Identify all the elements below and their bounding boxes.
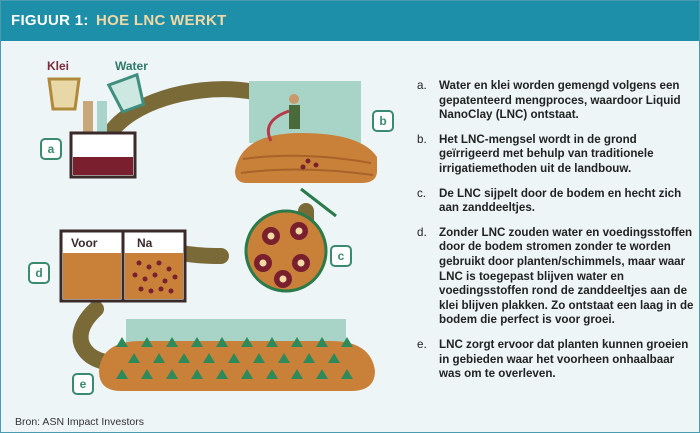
- figure-header: FIGUUR 1: HOE LNC WERKT: [1, 1, 699, 41]
- badge-a-label: a: [48, 142, 55, 156]
- figure-body: Klei Water: [1, 41, 699, 432]
- step-a: a. Water en klei worden gemengd volgens e…: [417, 79, 695, 123]
- step-list: a. Water en klei worden gemengd volgens e…: [417, 79, 695, 392]
- step-text: Water en klei worden gemengd volgens een…: [439, 79, 681, 122]
- step-letter: d.: [417, 225, 427, 239]
- water-cup: [106, 72, 146, 114]
- badge-c: c: [330, 245, 352, 267]
- step-letter: a.: [417, 79, 427, 92]
- badge-b: b: [372, 110, 394, 132]
- irrigation-illustration: [235, 81, 377, 183]
- source-credit: Bron: ASN Impact Investors: [15, 416, 144, 428]
- badge-e-label: e: [80, 377, 87, 391]
- step-b: b. Het LNC-mengsel wordt in de grond geïr…: [417, 133, 695, 177]
- figure-title: HOE LNC WERKT: [96, 12, 227, 29]
- label-water: Water: [115, 59, 148, 73]
- badge-d-label: d: [35, 266, 42, 280]
- magnified-particles: [244, 187, 337, 293]
- clay-cup: [47, 77, 81, 111]
- label-na: Na: [137, 236, 153, 250]
- step-text: Het LNC-mengsel wordt in de grond geïrri…: [439, 132, 654, 175]
- mixing-illustration: Klei Water: [47, 59, 148, 179]
- irrigation-hose: [266, 109, 290, 142]
- plants-illustration: [99, 319, 375, 391]
- step-letter: e.: [417, 337, 427, 351]
- before-soil: [63, 253, 121, 299]
- step-c: c. De LNC sijpelt door de bodem en hecht …: [417, 187, 695, 216]
- step-d: d. Zonder LNC zouden water en voedingssto…: [417, 226, 695, 328]
- clay-stream: [83, 101, 93, 161]
- step-e: e. LNC zorgt ervoor dat planten kunnen gr…: [417, 338, 695, 382]
- badge-e: e: [72, 373, 94, 395]
- badge-b-label: b: [379, 114, 386, 128]
- label-voor: Voor: [71, 236, 98, 250]
- badge-a: a: [40, 138, 62, 160]
- farmer-body: [289, 105, 300, 129]
- tank-mixture: [73, 157, 133, 175]
- before-after-panel: Voor Na: [59, 229, 187, 303]
- plant-row: [116, 337, 353, 379]
- step-text: De LNC sijpelt door de bodem en hecht zi…: [439, 186, 682, 215]
- farmer-head: [289, 94, 299, 104]
- step-letter: c.: [417, 186, 427, 200]
- water-stream: [97, 101, 107, 161]
- step-letter: b.: [417, 132, 427, 146]
- step-text: LNC zorgt ervoor dat planten kunnen groe…: [439, 337, 689, 381]
- badge-c-label: c: [338, 249, 345, 263]
- step-text: Zonder LNC zouden water en voedingsstoff…: [439, 225, 694, 327]
- badge-d: d: [28, 262, 50, 284]
- figure-label: FIGUUR 1:: [11, 12, 89, 29]
- plants-soil: [99, 341, 375, 391]
- lnc-diagram: Klei Water: [28, 59, 394, 395]
- label-klei: Klei: [47, 59, 69, 73]
